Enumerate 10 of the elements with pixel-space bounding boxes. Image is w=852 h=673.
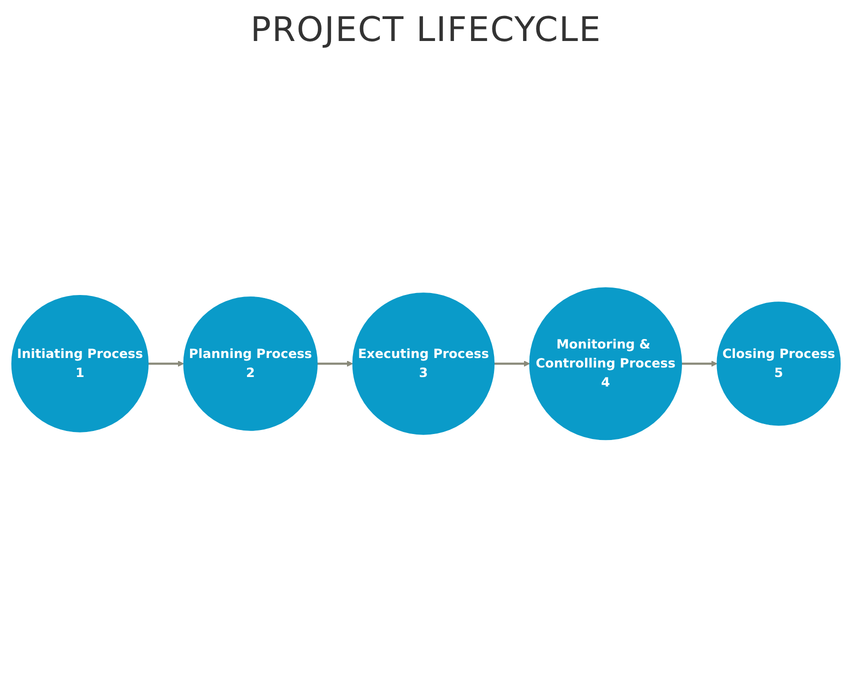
node-circle: Executing Process 3 [352,292,495,435]
node-circle: Monitoring & Controlling Process 4 [529,287,682,440]
node-circle: Closing Process 5 [716,301,841,426]
node-circle: Initiating Process 1 [11,294,149,432]
node-circle: Planning Process 2 [183,296,318,431]
arrow [148,360,184,367]
arrow [317,360,353,367]
arrow [494,360,530,367]
diagram-title: PROJECT LIFECYCLE [250,10,602,50]
arrow [682,360,718,367]
